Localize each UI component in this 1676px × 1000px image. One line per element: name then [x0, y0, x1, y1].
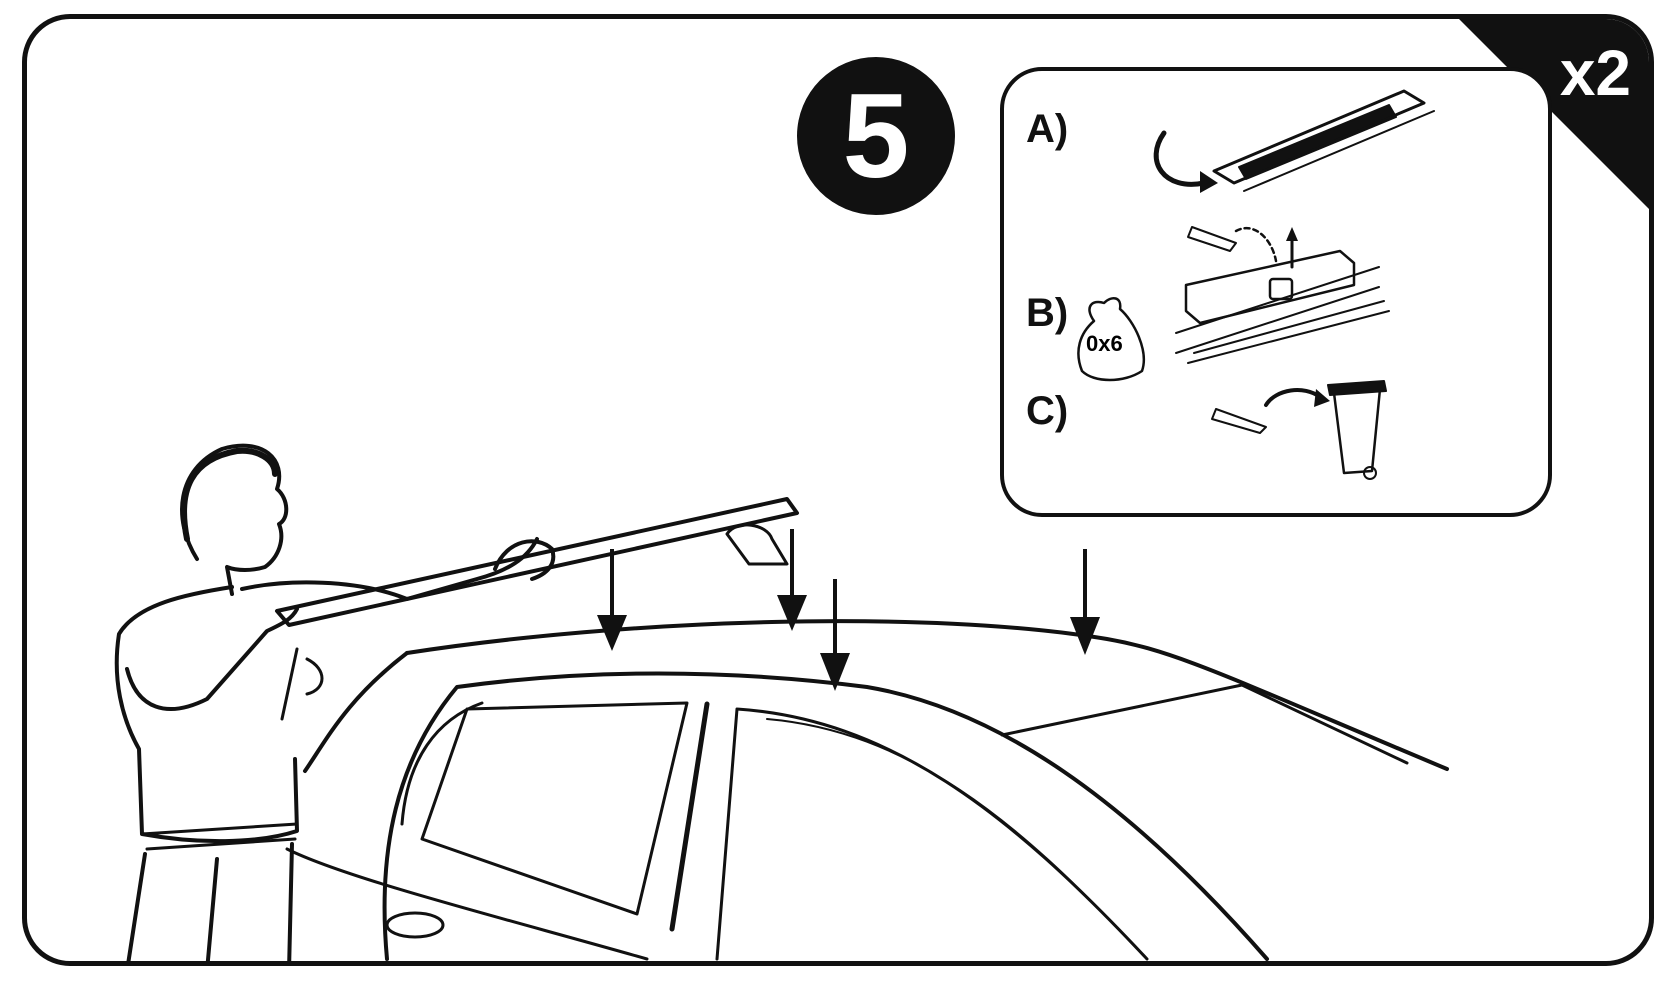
mount-arrow-1	[597, 549, 627, 651]
clamp-hanging	[280, 647, 324, 721]
substep-c-label: C)	[1026, 389, 1069, 433]
roof-bar-foot	[725, 523, 789, 566]
substeps-inset: A) B) C)	[1000, 67, 1552, 517]
person-torso	[114, 585, 299, 844]
mount-arrow-2	[777, 529, 807, 631]
trash-bin-icon	[1332, 387, 1382, 475]
car-window-rear-inner	[400, 701, 484, 826]
car-b-pillar	[669, 701, 710, 932]
door-handle	[385, 911, 445, 939]
substeps-illustrations	[1077, 89, 1435, 480]
quantity-label: x2	[1559, 37, 1631, 109]
mount-arrow-4	[1070, 549, 1100, 655]
car-roof-edge	[303, 651, 409, 773]
mount-arrows	[597, 529, 1100, 691]
rotate-arrow-icon	[1153, 130, 1207, 187]
car-window-rear	[420, 701, 689, 916]
car-window-frame	[382, 671, 1269, 961]
person-hair	[181, 447, 278, 542]
car-window-front-inner	[766, 718, 1138, 950]
hardware-bag-icon	[1077, 296, 1145, 382]
mount-arrow-3	[820, 579, 850, 691]
step-number-badge: 5	[797, 57, 955, 215]
substep-a-illustration	[1153, 89, 1435, 193]
substep-a-label: A)	[1026, 107, 1069, 151]
substep-c-illustration	[1211, 380, 1387, 480]
car-rear-panel	[1000, 683, 1409, 765]
screw-discard-icon	[1211, 408, 1267, 434]
person-arm-left	[125, 607, 299, 711]
instruction-panel: x2 5 A) B) C)	[22, 14, 1654, 966]
person-legs	[126, 842, 294, 961]
person-arm-right	[240, 537, 539, 601]
screw-icon	[1187, 226, 1237, 252]
roof-bar	[275, 497, 799, 627]
hardware-bag-label: 0x6	[1086, 331, 1123, 356]
car-roofline	[405, 619, 1449, 771]
substep-b-illustration	[1077, 226, 1390, 382]
person-belt	[140, 822, 299, 851]
car-window-front	[715, 707, 1149, 961]
car-roof-scene	[114, 443, 1449, 961]
car-body-line	[285, 847, 649, 961]
substep-b-label: B)	[1026, 291, 1069, 335]
